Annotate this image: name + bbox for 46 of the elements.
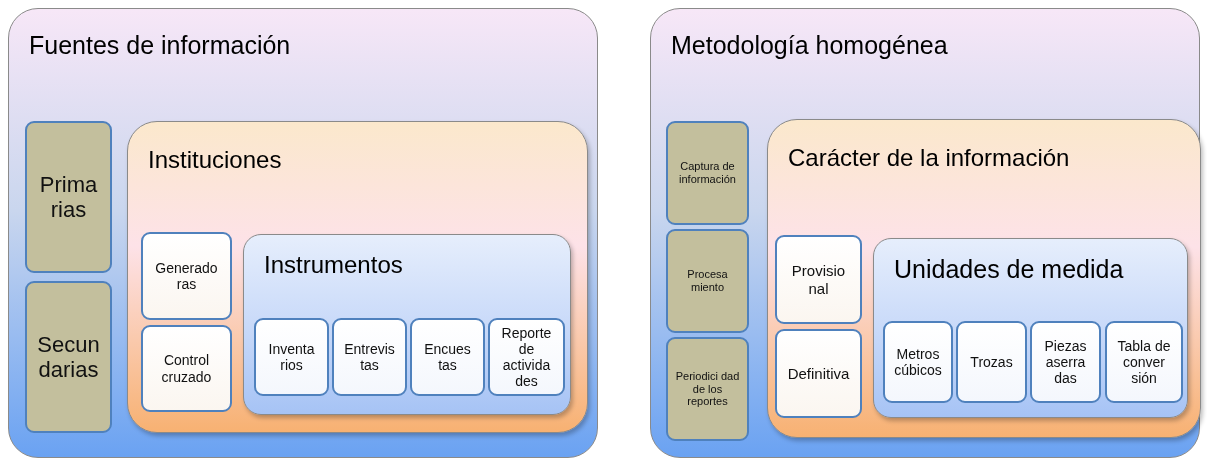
category-box [25, 121, 112, 273]
item-label: Entrevis tas [343, 340, 396, 374]
group-title: Carácter de la información [788, 144, 1070, 172]
item-label: Tabla de conver sión [1116, 337, 1172, 387]
item-box [254, 318, 329, 396]
group-title: Metodología homogénea [671, 31, 948, 60]
item-box [775, 235, 862, 324]
item-label: Periodici dad de los reportes [674, 370, 741, 408]
group-title: Fuentes de información [29, 31, 291, 60]
group-panel [127, 121, 588, 433]
item-box [775, 329, 862, 418]
category-box [25, 281, 112, 433]
item-label: Piezas aserra das [1043, 337, 1088, 387]
item-box [883, 321, 953, 403]
group-panel [767, 119, 1201, 438]
group-panel [8, 8, 598, 458]
group-panel [873, 238, 1188, 418]
item-box [488, 318, 565, 396]
item-label: Reporte de activida des [500, 324, 553, 390]
group-panel [243, 234, 571, 415]
item-label: Encues tas [423, 340, 472, 374]
category-box [666, 229, 749, 333]
item-box [332, 318, 407, 396]
item-label: Generado ras [154, 259, 219, 293]
item-box [1030, 321, 1101, 403]
item-label: Control cruzado [160, 352, 213, 385]
item-label: Inventa rios [267, 340, 316, 374]
group-panel [650, 8, 1200, 458]
group-title: Instituciones [148, 146, 282, 174]
item-label: Captura de información [678, 160, 737, 186]
item-label: Metros cúbicos [893, 345, 943, 379]
group-title: Instrumentos [264, 251, 403, 279]
item-label: Secun darias [36, 331, 101, 383]
item-box [1105, 321, 1183, 403]
item-box [141, 232, 232, 320]
item-box [956, 321, 1027, 403]
category-box [666, 337, 749, 441]
item-box [141, 325, 232, 412]
item-label: Prima rias [38, 171, 99, 223]
category-box [666, 121, 749, 225]
item-label: Provisio nal [790, 262, 847, 297]
item-label: Trozas [970, 353, 1013, 371]
item-box [410, 318, 485, 396]
item-label: Procesa miento [686, 268, 729, 294]
group-title: Unidades de medida [894, 255, 1124, 284]
item-label: Definitiva [787, 364, 850, 383]
